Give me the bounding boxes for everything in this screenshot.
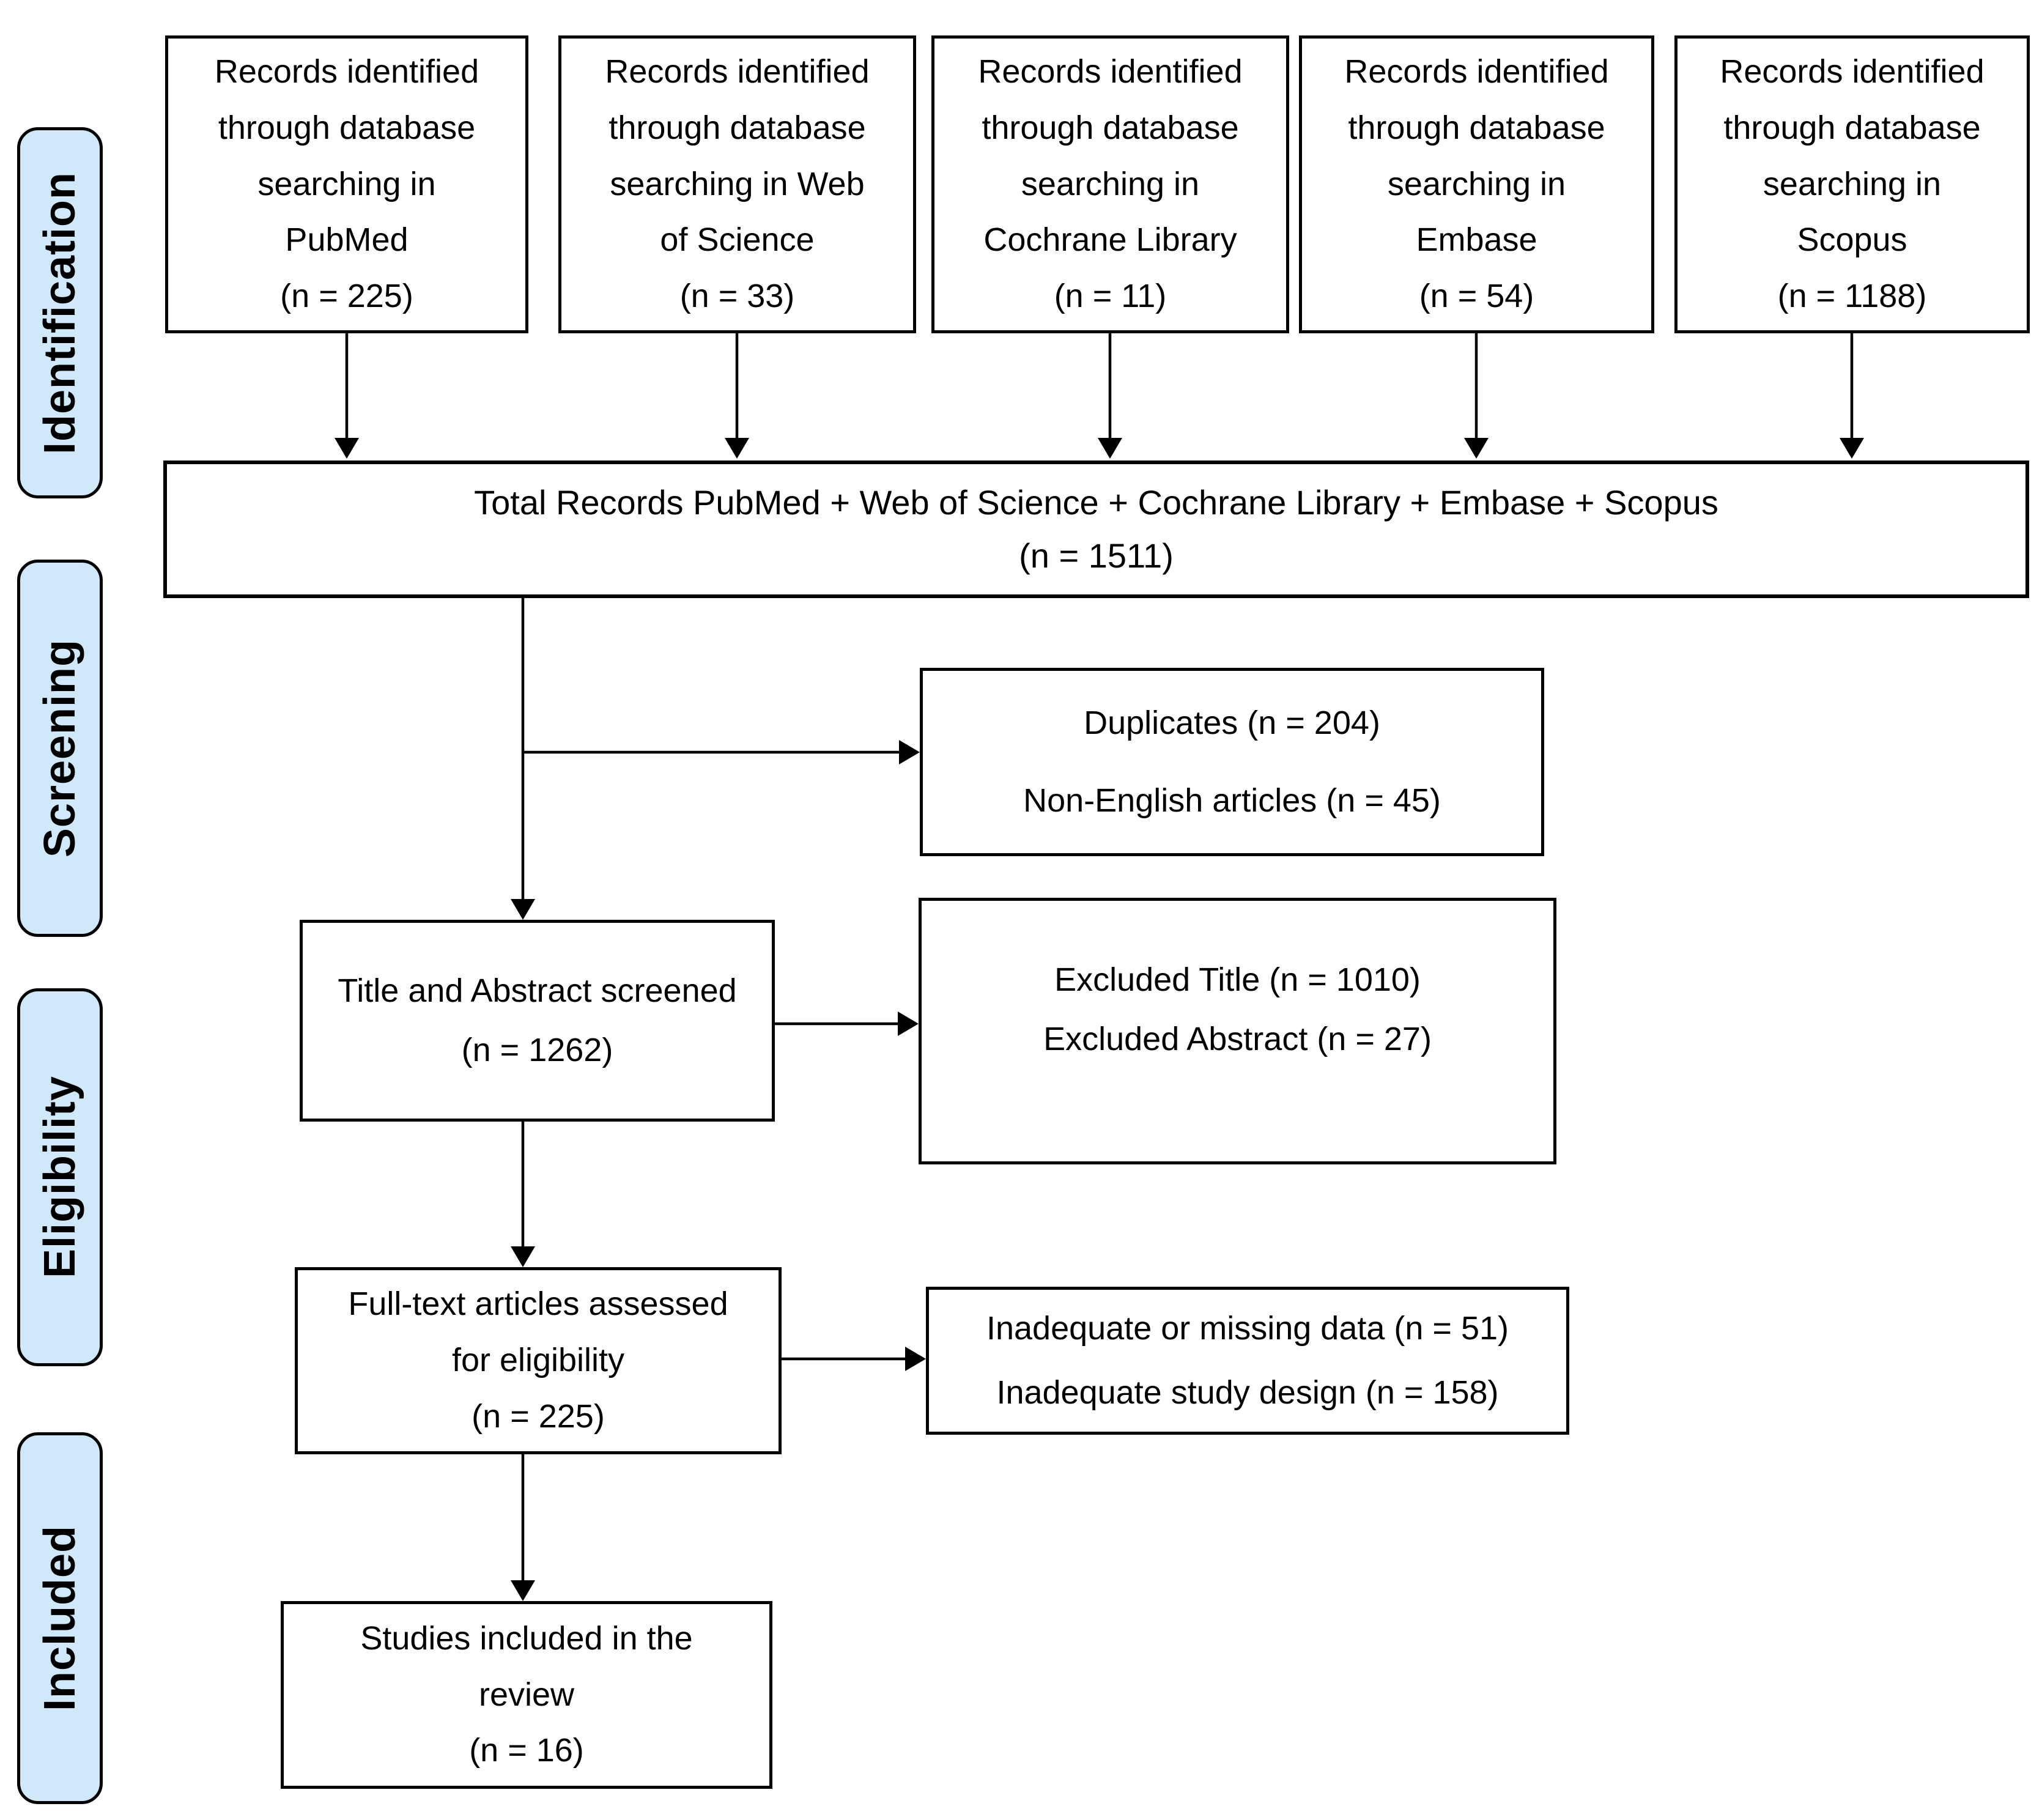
text-line: through database — [609, 109, 866, 146]
count-line: (n = 54) — [1419, 278, 1534, 315]
count-line: (n = 225) — [280, 278, 413, 315]
text-line: Records identified — [978, 53, 1243, 90]
arrow-pubmed-to-total — [335, 333, 359, 459]
text-line: Records identified — [605, 53, 870, 90]
stage-eligibility-label: Eligibility — [35, 1076, 84, 1279]
text-line: Scopus — [1797, 221, 1907, 259]
text-line: Records identified — [1720, 53, 1985, 90]
text-line: Records identified — [214, 53, 479, 90]
arrow-branch-to-duplicates — [523, 740, 920, 764]
text-line: through database — [982, 109, 1239, 146]
count-line: (n = 1188) — [1777, 278, 1927, 315]
stage-included-label: Included — [35, 1525, 84, 1711]
arrow-fulltext-to-excluded-reasons — [782, 1347, 926, 1371]
box-studies-included: Studies included in the review (n = 16) — [281, 1601, 772, 1789]
text-line: Cochrane Library — [983, 221, 1237, 259]
stage-eligibility: Eligibility — [17, 988, 103, 1366]
text-line: Excluded Abstract (n = 27) — [1043, 1021, 1432, 1057]
text-line: Inadequate study design (n = 158) — [996, 1374, 1499, 1411]
text-line: PubMed — [285, 221, 409, 259]
box-fulltext-assessed: Full-text articles assessed for eligibil… — [295, 1267, 782, 1454]
arrow-fulltext-to-included — [511, 1454, 535, 1601]
count-line: (n = 16) — [469, 1732, 584, 1769]
text-line: Embase — [1416, 221, 1537, 259]
text-line: Excluded Title (n = 1010) — [1054, 961, 1421, 998]
box-duplicates-removed: Duplicates (n = 204) Non-English article… — [920, 668, 1544, 856]
text-line: searching in — [1763, 165, 1942, 202]
arrow-embase-to-total — [1464, 333, 1489, 459]
stage-identification: Identification — [17, 127, 103, 498]
text-line: Records identified — [1344, 53, 1609, 90]
text-line: for eligibility — [451, 1342, 625, 1379]
box-excluded-title-abstract: Excluded Title (n = 1010) Excluded Abstr… — [919, 898, 1556, 1164]
box-fulltext-excluded-reasons: Inadequate or missing data (n = 51) Inad… — [926, 1287, 1569, 1435]
box-records-cochrane: Records identified through database sear… — [931, 35, 1289, 333]
box-records-pubmed: Records identified through database sear… — [165, 35, 528, 333]
text-line: Inadequate or missing data (n = 51) — [986, 1309, 1509, 1347]
count-line: (n = 33) — [679, 278, 795, 315]
text-line: Full-text articles assessed — [348, 1285, 728, 1323]
arrow-total-to-title-abstract — [511, 598, 535, 920]
box-title-abstract-screened: Title and Abstract screened (n = 1262) — [300, 920, 775, 1122]
text-line: Non-English articles (n = 45) — [1023, 782, 1441, 819]
arrow-scopus-to-total — [1840, 333, 1864, 459]
count-line: (n = 225) — [472, 1397, 605, 1435]
arrow-web-of-science-to-total — [725, 333, 749, 459]
count-line: (n = 1262) — [461, 1032, 613, 1068]
box-records-scopus: Records identified through database sear… — [1674, 35, 2030, 333]
box-records-embase: Records identified through database sear… — [1299, 35, 1654, 333]
text-line: Title and Abstract screened — [338, 972, 737, 1009]
text-line: Total Records PubMed + Web of Science + … — [474, 483, 1718, 522]
stage-screening: Screening — [17, 560, 103, 937]
count-line: (n = 1511) — [1019, 536, 1174, 575]
text-line: searching in — [1387, 165, 1566, 202]
box-records-web-of-science: Records identified through database sear… — [558, 35, 916, 333]
box-total-records: Total Records PubMed + Web of Science + … — [163, 461, 2029, 598]
arrow-title-abstract-to-excluded — [775, 1012, 919, 1036]
text-line: through database — [1723, 109, 1981, 146]
text-line: through database — [218, 109, 476, 146]
text-line: Duplicates (n = 204) — [1084, 705, 1380, 742]
stage-included: Included — [17, 1432, 103, 1804]
arrow-title-abstract-to-fulltext — [511, 1122, 535, 1267]
stage-screening-label: Screening — [35, 638, 84, 858]
text-line: searching in — [257, 165, 436, 202]
stage-identification-label: Identification — [35, 171, 84, 454]
text-line: Studies included in the — [360, 1619, 693, 1657]
arrow-cochrane-to-total — [1098, 333, 1122, 459]
text-line: review — [478, 1676, 575, 1713]
count-line: (n = 11) — [1054, 278, 1167, 315]
text-line: searching in Web — [610, 165, 865, 202]
text-line: searching in — [1021, 165, 1200, 202]
text-line: through database — [1348, 109, 1605, 146]
text-line: of Science — [660, 221, 815, 259]
